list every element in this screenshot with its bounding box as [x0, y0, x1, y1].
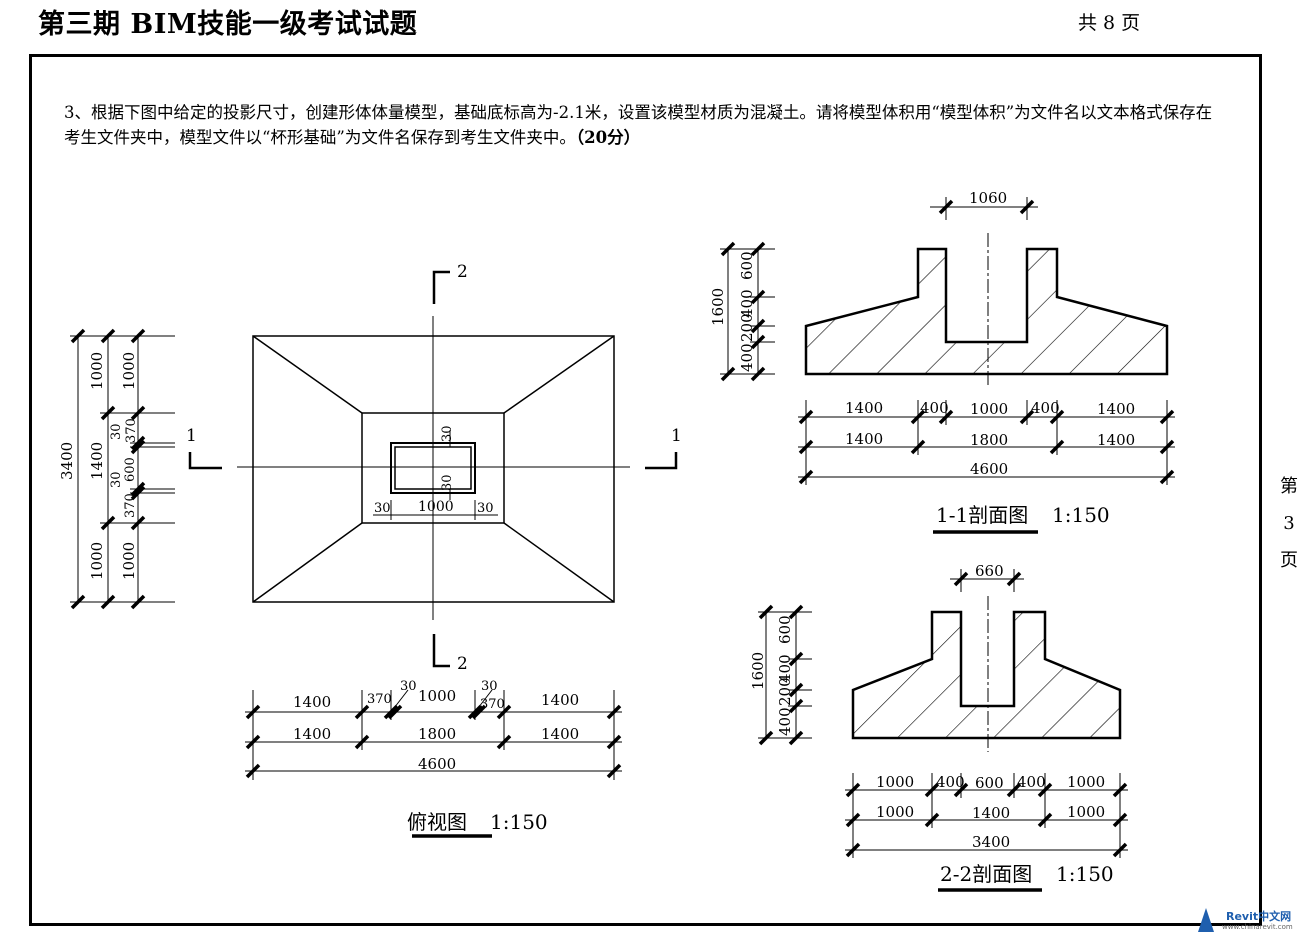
- dim-label: 400: [776, 707, 794, 736]
- dim-label: 400: [1031, 399, 1060, 417]
- page-count: 共 8 页: [1078, 12, 1141, 34]
- section-2-scale: 1:150: [1056, 862, 1114, 886]
- question-body: 3、根据下图中给定的投影尺寸，创建形体体量模型，基础底标高为-2.1米，设置该模…: [64, 103, 1213, 147]
- section-mark-2-top: [432, 270, 450, 304]
- dim-label: 1000: [1067, 773, 1105, 791]
- side-page-number: 第 3 页: [1277, 468, 1301, 579]
- drawing-frame: [29, 54, 1262, 926]
- dim-label: 30: [481, 679, 498, 694]
- watermark-brand: Revit中文网: [1226, 910, 1292, 923]
- dim-label: 600: [738, 251, 756, 280]
- dim-label: 1400: [845, 430, 883, 448]
- dim-label: 1600: [709, 288, 727, 326]
- dim-label: 1400: [845, 399, 883, 417]
- dim-label: 1000: [120, 542, 138, 580]
- section-1-body: [804, 247, 1169, 376]
- dim-label: 400: [738, 343, 756, 372]
- dim-label: 30: [109, 423, 124, 440]
- section-2-caption: 2-2剖面图: [940, 862, 1032, 886]
- section-1-1: [720, 197, 1175, 534]
- dim-label: 1000: [876, 803, 914, 821]
- plan-caption: 俯视图: [407, 810, 467, 834]
- watermark-url: www.chinarevit.com: [1222, 923, 1293, 931]
- dim-label: 370: [123, 493, 138, 518]
- dim-label: 30: [440, 425, 455, 442]
- section-2-2: [758, 569, 1128, 892]
- dim-label: 30: [477, 501, 494, 516]
- dim-label: 30: [109, 471, 124, 488]
- dim-label: 600: [975, 774, 1004, 792]
- section-mark-2-bottom: [432, 634, 450, 668]
- dim-label: 1400: [972, 804, 1010, 822]
- dim-label: 200: [738, 313, 756, 342]
- dim-label: 200: [776, 677, 794, 706]
- section-label: 2: [457, 654, 468, 674]
- dim-label: 1000: [1067, 803, 1105, 821]
- dim-label: 1000: [970, 400, 1008, 418]
- dim-label: 1400: [1097, 400, 1135, 418]
- dim-label: 1400: [293, 693, 331, 711]
- dim-label: 660: [975, 562, 1004, 580]
- page-title: 第三期 BIM技能一级考试试题: [38, 9, 418, 40]
- dim-label: 30: [440, 474, 455, 491]
- dim-label: 30: [374, 501, 391, 516]
- plan-slope-line: [503, 335, 615, 414]
- question-text: 3、根据下图中给定的投影尺寸，创建形体体量模型，基础底标高为-2.1米，设置该模…: [64, 100, 1214, 150]
- section-mark-1-left: [188, 452, 222, 470]
- dim-label: 1000: [88, 352, 106, 390]
- section-2-labels: 660 1600 600 400 200 400 1000 400 600 40…: [749, 562, 1114, 886]
- section-label: 1: [671, 426, 682, 446]
- dim-label: 1000: [876, 773, 914, 791]
- side-page-num: 3: [1283, 513, 1295, 534]
- section-label: 2: [457, 262, 468, 282]
- dim-label: 400: [920, 399, 949, 417]
- plan-slope-line: [252, 335, 363, 414]
- side-page-char: 第: [1280, 476, 1298, 497]
- dim-label: 3400: [58, 442, 76, 480]
- dim-label: 600: [123, 457, 138, 482]
- dim-label: 600: [776, 615, 794, 644]
- dim-label: 370: [480, 697, 505, 712]
- side-page-char: 页: [1280, 550, 1298, 571]
- section-mark-1-right: [645, 452, 678, 470]
- dim-label: 4600: [970, 460, 1008, 478]
- section-label: 1: [186, 426, 197, 446]
- section-1-labels: 1060 1600 600 400 200 400 1400 400 1000 …: [709, 189, 1135, 527]
- plan-slope-line: [252, 522, 363, 603]
- plan-view: [70, 270, 678, 838]
- dim-label: 400: [776, 654, 794, 683]
- dim-label: 1600: [749, 652, 767, 690]
- plan-view-labels: 1 1 2 2 3400 1000 1400 1000 1000 30 370 …: [58, 262, 682, 834]
- dim-label: 1000: [120, 352, 138, 390]
- dim-label: 370: [124, 418, 139, 443]
- dim-label: 1400: [541, 691, 579, 709]
- dim-label: 4600: [418, 755, 456, 773]
- dim-label: 1000: [418, 687, 456, 705]
- question-score: （20分）: [575, 128, 641, 147]
- section-1-scale: 1:150: [1052, 503, 1110, 527]
- dim-label: 370: [367, 692, 392, 707]
- dim-label: 1800: [970, 431, 1008, 449]
- dim-label: 400: [738, 289, 756, 318]
- dim-label: 3400: [972, 833, 1010, 851]
- dim-label: 1000: [88, 542, 106, 580]
- dim-label: 1400: [88, 442, 106, 480]
- section-1-caption: 1-1剖面图: [936, 503, 1028, 527]
- plan-scale: 1:150: [490, 810, 548, 834]
- plan-slope-line: [503, 522, 615, 603]
- dim-label: 1400: [1097, 431, 1135, 449]
- dim-label: 1400: [293, 725, 331, 743]
- dim-label: 1400: [541, 725, 579, 743]
- dim-label: 1800: [418, 725, 456, 743]
- dim-label: 1000: [418, 499, 454, 515]
- dim-label: 400: [936, 773, 965, 791]
- dim-label: 30: [400, 679, 417, 694]
- dim-label: 400: [1017, 773, 1046, 791]
- dim-label: 1060: [969, 189, 1007, 207]
- section-2-body: [851, 610, 1122, 740]
- watermark-logo-icon: [1198, 908, 1214, 932]
